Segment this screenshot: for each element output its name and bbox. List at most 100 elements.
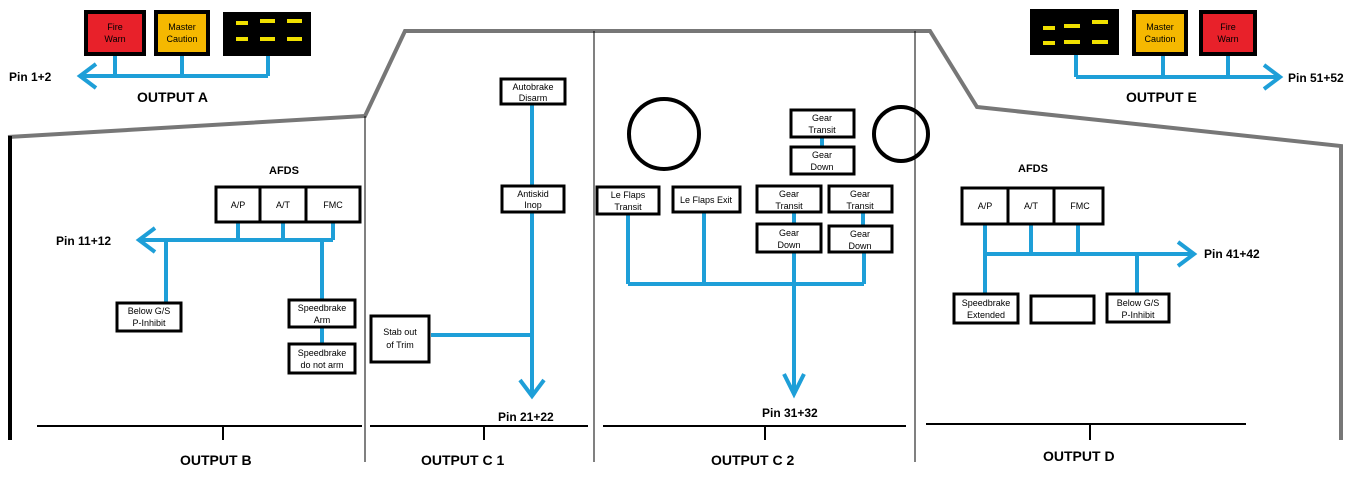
gauge-circle-small	[872, 105, 930, 163]
pin-label-c1: Pin 21+22	[498, 410, 554, 424]
fire-warn-e-line2: Warn	[1217, 34, 1238, 44]
output-e-group: Master Caution Fire Warn Pin 51+52 OUTPU…	[1030, 9, 1344, 105]
fire-warn-light-e	[1199, 10, 1257, 56]
output-c1-group: Autobrake Disarm Antiskid Inop Stab out …	[369, 77, 567, 468]
afds-panel-d	[960, 186, 1105, 226]
afds-label-b: AFDS	[269, 165, 299, 177]
le-flaps-transit-line1: Le Flaps	[611, 190, 646, 200]
gear-down-top-line1: Gear	[812, 150, 832, 160]
speedbrake-arm-line1: Speedbrake	[298, 303, 347, 313]
output-a-group: Fire Warn Master Caution Pin 1+2 OUTPUT …	[9, 10, 311, 105]
at-label-d: A/T	[1024, 201, 1039, 211]
gear-transit-top-line1: Gear	[812, 113, 832, 123]
le-flaps-transit-line2: Transit	[614, 202, 642, 212]
output-d-wires	[983, 224, 1198, 294]
output-c2-wires	[626, 137, 866, 399]
fire-warn-a-line1: Fire	[107, 22, 123, 32]
gear-transit-left-line2: Transit	[775, 201, 803, 211]
section-dividers	[364, 31, 916, 462]
ap-label-d: A/P	[978, 201, 993, 211]
speedbrake-not-arm-light	[287, 342, 357, 375]
ap-label-b: A/P	[231, 200, 246, 210]
gauge-circle-large	[627, 97, 701, 171]
master-caution-light-a	[154, 10, 210, 56]
speedbrake-not-arm-line2: do not arm	[300, 360, 343, 370]
antiskid-line2: Inop	[524, 200, 542, 210]
fire-warn-a-line2: Warn	[104, 34, 125, 44]
autobrake-line1: Autobrake	[512, 82, 553, 92]
master-caution-light-e	[1132, 10, 1188, 56]
master-caution-e-line1: Master	[1146, 22, 1174, 32]
gear-down-right-line2: Down	[848, 241, 871, 251]
annunciator-dashes-a	[236, 19, 302, 41]
below-gs-d-line2: P-Inhibit	[1121, 310, 1155, 320]
speedbrake-arm-light	[287, 298, 357, 329]
gear-transit-right-light	[827, 184, 894, 214]
bottom-brackets	[37, 423, 1246, 440]
output-e-wires	[1074, 53, 1284, 91]
output-b-group: AFDS A/P A/T FMC Pin 11+12 Below G/S P-I…	[56, 165, 362, 468]
output-c2-title: OUTPUT C 2	[711, 452, 794, 468]
output-c2-group: Gear Transit Gear Down Le Flaps Transit …	[595, 97, 930, 468]
gear-down-left-light	[755, 222, 823, 254]
le-flaps-exit-label: Le Flaps Exit	[680, 195, 733, 205]
stab-trim-line2: of Trim	[386, 340, 414, 350]
le-flaps-transit-light	[595, 185, 661, 216]
below-gs-d-line1: Below G/S	[1117, 298, 1160, 308]
speedbrake-arm-line2: Arm	[314, 315, 331, 325]
speedbrake-extended-light	[952, 292, 1020, 325]
below-gs-b-line2: P-Inhibit	[132, 318, 166, 328]
pin-label-b: Pin 11+12	[56, 234, 111, 248]
pin-label-d: Pin 41+42	[1204, 247, 1260, 261]
gear-transit-left-light	[755, 184, 823, 214]
fmc-label-d: FMC	[1070, 201, 1090, 211]
blank-light-d	[1029, 294, 1096, 325]
speedbrake-extended-line2: Extended	[967, 310, 1005, 320]
gear-down-right-light	[827, 224, 894, 254]
annunciator-panel-a	[223, 12, 311, 56]
gear-down-top-light	[789, 145, 856, 176]
output-c1-title: OUTPUT C 1	[421, 452, 504, 468]
pin-label-c2: Pin 31+32	[762, 406, 818, 420]
autobrake-line2: Disarm	[519, 93, 548, 103]
pin-label-a: Pin 1+2	[9, 70, 52, 84]
fmc-label-b: FMC	[323, 200, 343, 210]
master-caution-e-line2: Caution	[1144, 34, 1175, 44]
gear-transit-top-line2: Transit	[808, 125, 836, 135]
annunciator-dashes-e	[1043, 20, 1108, 45]
annunciator-panel-e	[1030, 9, 1119, 55]
le-flaps-exit-light	[671, 185, 742, 214]
output-e-title: OUTPUT E	[1126, 89, 1197, 105]
at-label-b: A/T	[276, 200, 291, 210]
speedbrake-extended-line1: Speedbrake	[962, 298, 1011, 308]
below-gs-light-d	[1105, 292, 1171, 324]
output-b-title: OUTPUT B	[180, 452, 252, 468]
output-c1-wires	[431, 104, 546, 400]
antiskid-line1: Antiskid	[517, 189, 549, 199]
autobrake-disarm-light	[499, 77, 567, 106]
gear-transit-right-line1: Gear	[850, 189, 870, 199]
gear-down-left-line2: Down	[777, 240, 800, 250]
fire-warn-light-a	[84, 10, 146, 56]
afds-panel-b	[214, 185, 362, 224]
output-a-wires	[76, 53, 270, 90]
master-caution-a-line2: Caution	[166, 34, 197, 44]
gear-transit-top-light	[789, 108, 856, 139]
gear-transit-left-line1: Gear	[779, 189, 799, 199]
antiskid-inop-light	[500, 184, 566, 214]
fire-warn-e-line1: Fire	[1220, 22, 1236, 32]
afds-label-d: AFDS	[1018, 163, 1048, 175]
below-gs-light-b	[115, 301, 183, 333]
output-a-title: OUTPUT A	[137, 89, 208, 105]
pin-label-e: Pin 51+52	[1288, 71, 1344, 85]
stab-trim-line1: Stab out	[383, 327, 417, 337]
stab-out-of-trim-light	[369, 314, 431, 364]
gear-down-right-line1: Gear	[850, 229, 870, 239]
speedbrake-not-arm-line1: Speedbrake	[298, 348, 347, 358]
gear-transit-right-line2: Transit	[846, 201, 874, 211]
output-d-title: OUTPUT D	[1043, 448, 1115, 464]
master-caution-a-line1: Master	[168, 22, 196, 32]
output-d-group: AFDS A/P A/T FMC Pin 41+42 Speedbrake Ex…	[952, 163, 1260, 464]
